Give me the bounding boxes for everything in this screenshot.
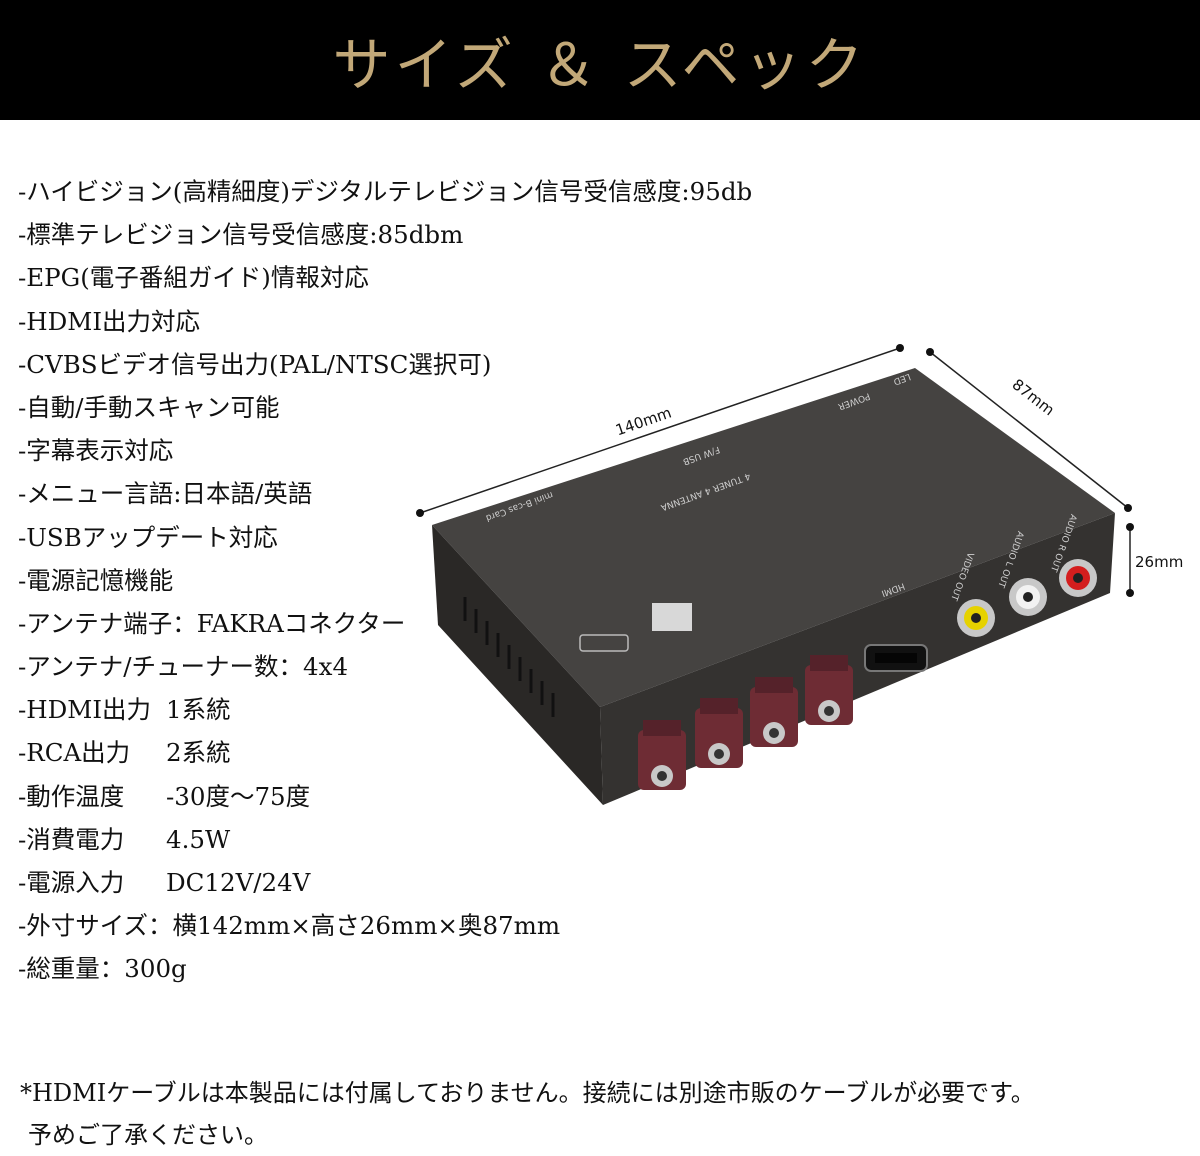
spec-key: -動作温度 [18, 781, 125, 811]
page-header: サイズ ＆ スペック [0, 0, 1200, 120]
spec-item: -電源記憶機能 [18, 565, 174, 595]
spec-item: -アンテナ/チューナー数：4x4 [18, 652, 349, 682]
brand-logo [579, 634, 629, 652]
spec-item: -標準テレビジョン信号受信感度:85dbm [18, 220, 464, 250]
spec-item: -ハイビジョン(高精細度)デジタルテレビジョン信号受信感度:95db [18, 177, 753, 206]
spec-item-rca-output: -RCA出力 2系統 [18, 731, 752, 774]
fakra-connector-3 [695, 698, 743, 768]
spec-item: -自動/手動スキャン可能 [18, 392, 280, 422]
spec-item-hdmi-output: -HDMI出力 1系統 [18, 688, 752, 731]
device-body: 4 TUNER 4 ANTENNA F/W USB POWER LED mini… [432, 368, 1115, 805]
spec-item: -CVBSビデオ信号出力(PAL/NTSC選択可) [18, 349, 492, 379]
height-label: 26mm [1135, 553, 1183, 571]
spec-value: 2系統 [166, 738, 231, 768]
page-title: サイズ ＆ スペック [332, 31, 868, 99]
fakra-connector-2 [750, 677, 798, 747]
spec-key: -HDMI出力 [18, 695, 152, 725]
spec-item-weight: -総重量：300g [18, 954, 187, 984]
width-label: 140mm [613, 403, 674, 439]
spec-item: -USBアップデート対応 [18, 522, 278, 552]
footnote: *HDMIケーブルは本製品には付属しておりません。接続には別途市販のケーブルが必… [20, 1072, 1190, 1156]
rca-audio-red [1059, 559, 1097, 597]
spec-value: 4.5W [166, 824, 231, 854]
digital-logo [652, 603, 692, 631]
spec-item-power-input: -電源入力 DC12V/24V [18, 861, 752, 904]
spec-item-power-consumption: -消費電力 4.5W [18, 818, 752, 861]
height-dimension: 26mm [1126, 523, 1183, 597]
spec-item: -アンテナ端子：FAKRAコネクター [18, 608, 406, 638]
fakra-connector-1 [805, 655, 853, 725]
vent-slots [463, 597, 555, 717]
spec-item-temperature: -動作温度 -30度〜75度 [18, 775, 752, 818]
device-diagram: 140mm 87mm 26mm [416, 344, 1183, 805]
spec-value: -30度〜75度 [166, 781, 311, 811]
spec-item-dimensions: -外寸サイズ：横142mm×高さ26mm×奥87mm [18, 911, 561, 941]
spec-item: -字幕表示対応 [18, 436, 174, 466]
footnote-line-2: 予めご了承ください。 [28, 1121, 268, 1149]
spec-list: -ハイビジョン(高精細度)デジタルテレビジョン信号受信感度:95db -標準テレ… [18, 170, 752, 991]
spec-item: -メニュー言語:日本語/英語 [18, 479, 313, 509]
spec-item: -HDMI出力対応 [18, 306, 201, 336]
spec-item: -EPG(電子番組ガイド)情報対応 [18, 263, 369, 293]
fakra-connector-4 [638, 720, 686, 790]
depth-label: 87mm [1009, 375, 1058, 419]
product-illustration: 140mm 87mm 26mm [410, 335, 1195, 815]
footnote-line-1: *HDMIケーブルは本製品には付属しておりません。接続には別途市販のケーブルが必… [20, 1079, 1035, 1107]
spec-value: DC12V/24V [166, 868, 311, 897]
rca-audio-white [1009, 578, 1047, 616]
spec-value: 1系統 [166, 695, 231, 725]
spec-key: -消費電力 [18, 824, 125, 854]
spec-key: -RCA出力 [18, 738, 131, 768]
spec-key: -電源入力 [18, 868, 125, 897]
hdmi-port [864, 644, 928, 672]
rca-video-yellow [957, 599, 995, 637]
